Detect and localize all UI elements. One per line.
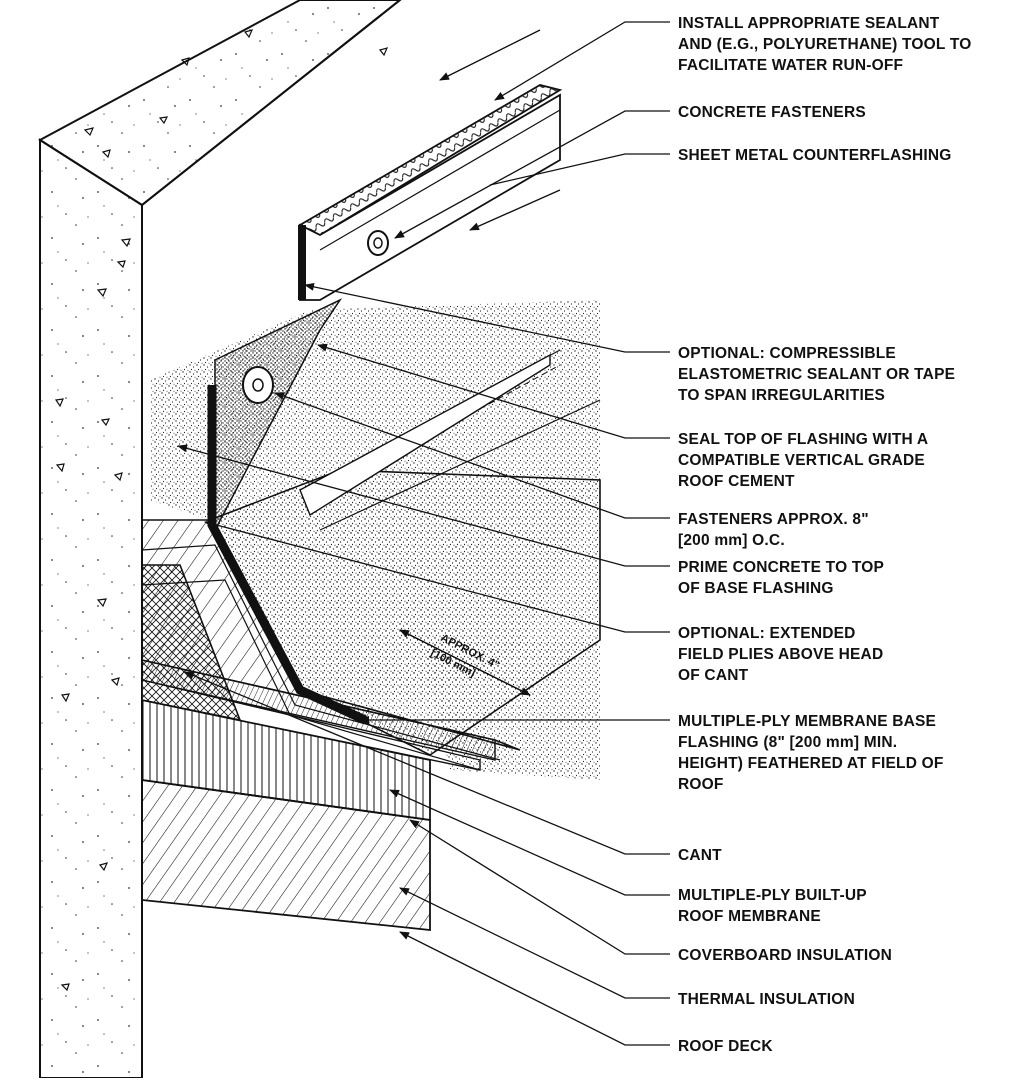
flashing-fastener — [242, 366, 274, 404]
leader-lines — [177, 21, 670, 1046]
concrete-wall — [38, 0, 402, 1078]
callout-labels: INSTALL APPROPRIATE SEALANT AND (E.G., P… — [678, 15, 976, 1055]
callout-compressible-sealant: OPTIONAL: COMPRESSIBLE ELASTOMETRIC SEAL… — [678, 345, 960, 404]
cant-strip — [141, 564, 242, 722]
callout-extended-plies: OPTIONAL: EXTENDED FIELD PLIES ABOVE HEA… — [678, 625, 888, 684]
water-flow-arrows — [439, 29, 561, 231]
callout-seal-top: SEAL TOP OF FLASHING WITH A COMPATIBLE V… — [678, 431, 932, 490]
callout-thermal: THERMAL INSULATION — [678, 991, 855, 1008]
callout-sealant: INSTALL APPROPRIATE SEALANT AND (E.G., P… — [678, 15, 976, 74]
callout-concrete-fasteners: CONCRETE FASTENERS — [678, 104, 866, 121]
callout-base-flashing: MULTIPLE-PLY MEMBRANE BASE FLASHING (8" … — [678, 713, 948, 793]
callout-prime-concrete: PRIME CONCRETE TO TOP OF BASE FLASHING — [678, 559, 888, 597]
callout-coverboard: COVERBOARD INSULATION — [678, 947, 892, 964]
concrete-aggregate — [54, 29, 389, 992]
callout-cant: CANT — [678, 847, 722, 864]
callout-roof-deck: ROOF DECK — [678, 1038, 773, 1055]
callout-fasteners-oc: FASTENERS APPROX. 8" [200 mm] O.C. — [678, 511, 873, 549]
counterflashing-assembly — [298, 84, 563, 301]
termination-bar — [299, 353, 551, 517]
concrete-fastener — [367, 230, 389, 256]
callout-counterflashing: SHEET METAL COUNTERFLASHING — [678, 147, 952, 164]
callout-built-up-membrane: MULTIPLE-PLY BUILT-UP ROOF MEMBRANE — [678, 887, 871, 925]
